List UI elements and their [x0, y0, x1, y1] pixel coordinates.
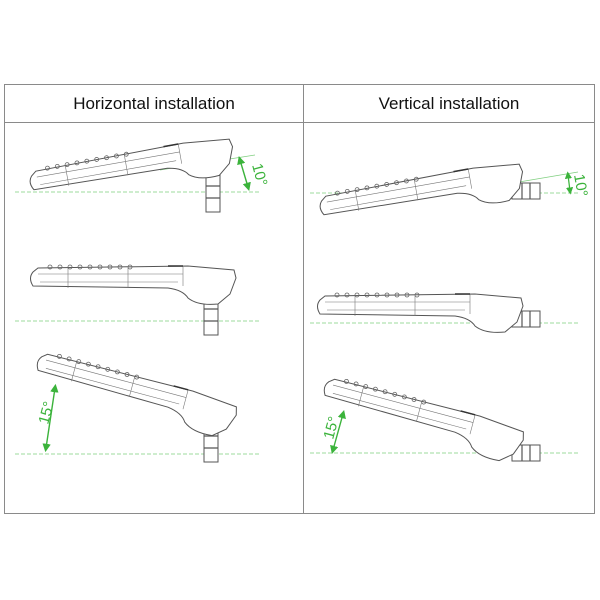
horizontal-row-1: 10° — [15, 133, 270, 213]
horizontal-row-3: 15° — [15, 348, 260, 463]
vertical-row-1: 10° — [310, 158, 591, 235]
angle-label: 15° — [35, 400, 57, 426]
header-vertical-installation: Vertical installation — [378, 93, 520, 113]
horizontal-row-2 — [15, 264, 260, 336]
header-divider — [5, 122, 594, 123]
installation-table: Horizontal installation Vertical install… — [4, 84, 595, 514]
column-divider — [303, 85, 304, 513]
vertical-row-3: 15° — [310, 373, 580, 467]
header-horizontal-installation: Horizontal installation — [73, 93, 235, 113]
angle-label: 10° — [570, 173, 591, 198]
angle-label: 10° — [248, 162, 270, 188]
vertical-row-2 — [310, 292, 580, 334]
angle-label: 15° — [320, 415, 342, 441]
